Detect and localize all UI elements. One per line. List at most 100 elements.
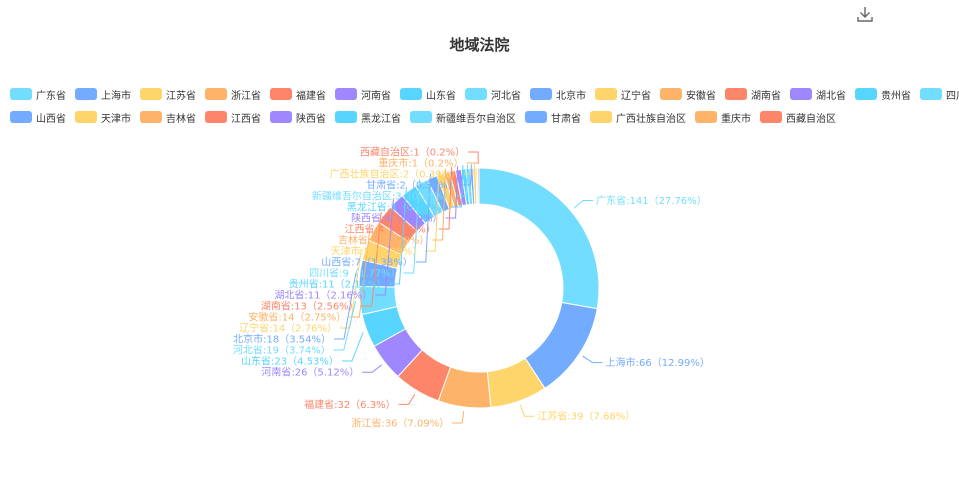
donut-slice[interactable]	[373, 328, 423, 378]
legend-item[interactable]: 湖南省	[725, 87, 781, 102]
leader-line	[389, 187, 407, 285]
legend-label: 重庆市	[721, 113, 751, 125]
legend-item[interactable]: 河北省	[465, 87, 521, 102]
donut-slice[interactable]	[436, 172, 456, 210]
slice-label: 山西省:7（1.38%）	[321, 256, 413, 269]
legend-item[interactable]: 山西省	[10, 110, 66, 125]
slice-label: 天津市:5（0.98%）	[331, 245, 423, 258]
donut-slice[interactable]	[443, 171, 460, 209]
donut-slice[interactable]	[524, 301, 598, 389]
legend-label: 吉林省	[166, 113, 196, 125]
leader-line	[438, 167, 453, 230]
donut-slice[interactable]	[469, 167, 476, 205]
legend-item[interactable]: 重庆市	[695, 110, 751, 125]
legend-swatch	[400, 88, 422, 100]
leader-line	[451, 165, 464, 208]
leader-line	[341, 332, 364, 362]
donut-slice[interactable]	[454, 168, 468, 207]
legend-swatch	[75, 88, 97, 100]
chart-title: 地域法院	[449, 36, 510, 54]
legend-label: 河南省	[361, 90, 391, 102]
legend-item[interactable]: 江苏省	[140, 87, 196, 102]
legend-label: 福建省	[296, 90, 326, 102]
legend-swatch	[695, 111, 717, 123]
legend-item[interactable]: 广东省	[10, 87, 66, 102]
legend-item[interactable]: 新疆维吾尔自治区	[410, 110, 516, 125]
slice-label: 黑龙江省:3（0.59%）	[347, 201, 449, 214]
donut-slice[interactable]	[449, 169, 464, 208]
legend-item[interactable]: 甘肃省	[525, 110, 581, 125]
donut-slice[interactable]	[401, 185, 436, 225]
donut-slice[interactable]	[478, 167, 600, 310]
leader-line	[573, 200, 594, 209]
legend-item[interactable]: 北京市	[530, 87, 586, 102]
legend-item[interactable]: 福建省	[270, 87, 326, 102]
download-icon[interactable]	[855, 4, 875, 24]
legend-label: 黑龙江省	[361, 113, 401, 125]
donut-slice[interactable]	[486, 357, 546, 408]
legend-row: 广东省上海市 江苏省浙江省 福建省 河南省山东省河北省北京市 辽宁省安徽省 湖南省 湖北省贵…	[10, 84, 959, 104]
leader-line	[582, 355, 603, 364]
legend-label: 湖南省	[751, 90, 781, 102]
legend-item[interactable]: 西藏自治区	[760, 110, 836, 125]
donut-slice[interactable]	[426, 174, 451, 213]
donut-slice[interactable]	[475, 167, 479, 205]
legend-item[interactable]: 广西壮族自治区	[590, 110, 686, 125]
donut-slice[interactable]	[378, 206, 418, 243]
legend-item[interactable]: 陕西省	[270, 110, 326, 125]
legend-item[interactable]: 河南省	[335, 87, 391, 102]
legend-item[interactable]: 四川省	[920, 87, 959, 102]
donut-slice[interactable]	[368, 221, 410, 256]
leader-line	[432, 168, 447, 241]
legend-item[interactable]: 黑龙江省	[335, 110, 401, 125]
slice-label: 吉林省:4（0.79%）	[338, 234, 430, 247]
donut-slice[interactable]	[361, 305, 407, 347]
legend-label: 四川省	[946, 90, 959, 102]
donut-slice[interactable]	[460, 168, 471, 206]
slice-label: 山东省:23（4.53%）	[241, 355, 339, 368]
legend-item[interactable]: 吉林省	[140, 110, 196, 125]
donut-slice[interactable]	[437, 366, 492, 409]
legend-label: 天津市	[101, 113, 131, 125]
leader-line	[519, 404, 535, 417]
donut-slice[interactable]	[465, 167, 474, 206]
donut-slice[interactable]	[389, 194, 427, 232]
slice-label: 西藏自治区:1（0.2%）	[360, 146, 465, 159]
legend-item[interactable]: 浙江省	[205, 87, 261, 102]
legend-row: 山西省 天津市 吉林省江西省陕西省 黑龙江省 新疆维吾尔自治区甘肃省广西壮族自治区 重庆市…	[10, 107, 955, 127]
legend-label: 辽宁省	[621, 90, 651, 102]
leader-line	[403, 179, 420, 274]
legend-swatch	[790, 88, 812, 100]
donut-slice[interactable]	[358, 259, 398, 288]
legend-item[interactable]: 上海市	[75, 87, 131, 102]
chart-legend: 广东省上海市 江苏省浙江省 福建省 河南省山东省河北省北京市 辽宁省安徽省 湖南省 湖北省贵…	[10, 84, 959, 130]
legend-swatch	[660, 88, 682, 100]
slice-label: 江西省:4（0.79%）	[344, 223, 436, 236]
leader-line	[463, 164, 475, 175]
legend-item[interactable]: 江西省	[205, 110, 261, 125]
legend-item[interactable]: 贵州省	[855, 87, 911, 102]
donut-slice[interactable]	[477, 167, 480, 205]
legend-label: 新疆维吾尔自治区	[436, 113, 516, 125]
legend-item[interactable]: 天津市	[75, 110, 131, 125]
legend-item[interactable]: 辽宁省	[595, 87, 651, 102]
slice-label: 贵州省:11（2.16%）	[289, 278, 387, 291]
legend-swatch	[590, 111, 612, 123]
legend-label: 江苏省	[166, 90, 196, 102]
leader-line	[349, 229, 371, 318]
leader-line	[398, 393, 416, 405]
legend-swatch	[410, 111, 432, 123]
donut-slice[interactable]	[358, 286, 398, 316]
donut-slice[interactable]	[397, 349, 452, 402]
legend-item[interactable]: 山东省	[400, 87, 456, 102]
donut-slice[interactable]	[414, 179, 444, 218]
legend-item[interactable]: 安徽省	[660, 87, 716, 102]
donut-slice[interactable]	[361, 239, 403, 270]
legend-swatch	[760, 111, 782, 123]
legend-item[interactable]: 湖北省	[790, 87, 846, 102]
legend-label: 广东省	[36, 90, 66, 102]
slice-label: 辽宁省:14（2.76%）	[239, 322, 337, 335]
legend-swatch	[465, 88, 487, 100]
donut-slice[interactable]	[472, 167, 478, 205]
legend-label: 湖北省	[816, 90, 846, 102]
